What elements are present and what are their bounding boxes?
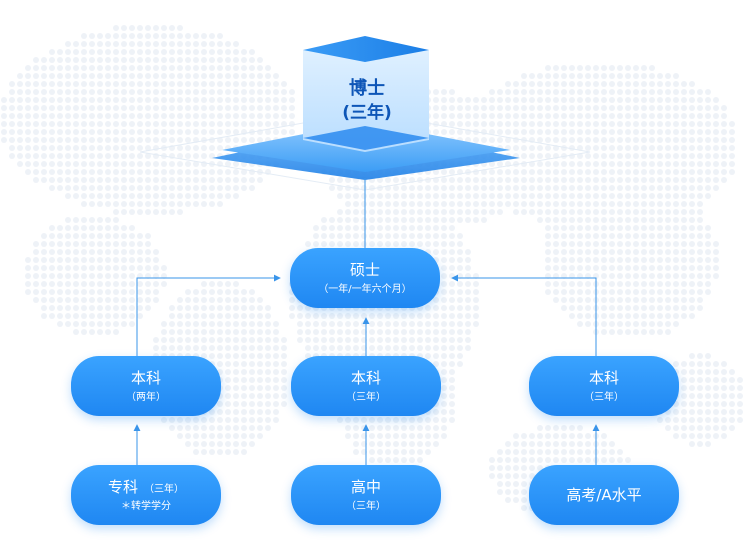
phd-title: 博士 bbox=[349, 78, 385, 99]
node-alevel-title: 高考/A水平 bbox=[566, 486, 642, 504]
node-master-title: 硕士 bbox=[349, 260, 380, 279]
cube-top bbox=[303, 36, 429, 62]
connector-bachelor-left-to-master bbox=[136, 274, 281, 356]
node-associate: 专科 （三年） ＊转学学分 bbox=[71, 465, 221, 525]
node-bachelor-mid-duration: （三年） bbox=[346, 391, 386, 403]
phd-duration: (三年) bbox=[342, 103, 392, 123]
node-highschool: 高中 （三年） bbox=[291, 465, 441, 525]
cube-front bbox=[303, 50, 429, 152]
node-associate-title: 专科 bbox=[107, 477, 138, 496]
node-bachelor-mid: 本科 （三年） bbox=[291, 356, 441, 416]
node-associate-header: 专科 （三年） bbox=[108, 477, 184, 497]
node-bachelor-right-title: 本科 bbox=[588, 368, 619, 387]
connector-bachelor-right-to-master bbox=[451, 274, 597, 356]
node-bachelor-left-duration: （两年） bbox=[126, 391, 166, 403]
node-bachelor-left-title: 本科 bbox=[130, 368, 161, 387]
node-alevel: 高考/A水平 bbox=[529, 465, 679, 525]
node-highschool-duration: （三年） bbox=[346, 500, 386, 512]
cube-base-outline bbox=[139, 111, 591, 191]
node-master: 硕士 （一年/一年六个月） bbox=[290, 248, 440, 308]
node-bachelor-mid-title: 本科 bbox=[350, 368, 381, 387]
node-associate-note: ＊转学学分 bbox=[121, 500, 171, 512]
node-bachelor-left: 本科 （两年） bbox=[71, 356, 221, 416]
node-associate-duration: （三年） bbox=[144, 483, 184, 495]
node-highschool-title: 高中 bbox=[350, 477, 381, 496]
cube-bottom-face bbox=[303, 126, 429, 150]
phd-label: 博士 (三年) bbox=[305, 66, 429, 136]
node-bachelor-right-duration: （三年） bbox=[584, 391, 624, 403]
node-master-duration: （一年/一年六个月） bbox=[318, 283, 412, 295]
node-bachelor-right: 本科 （三年） bbox=[529, 356, 679, 416]
